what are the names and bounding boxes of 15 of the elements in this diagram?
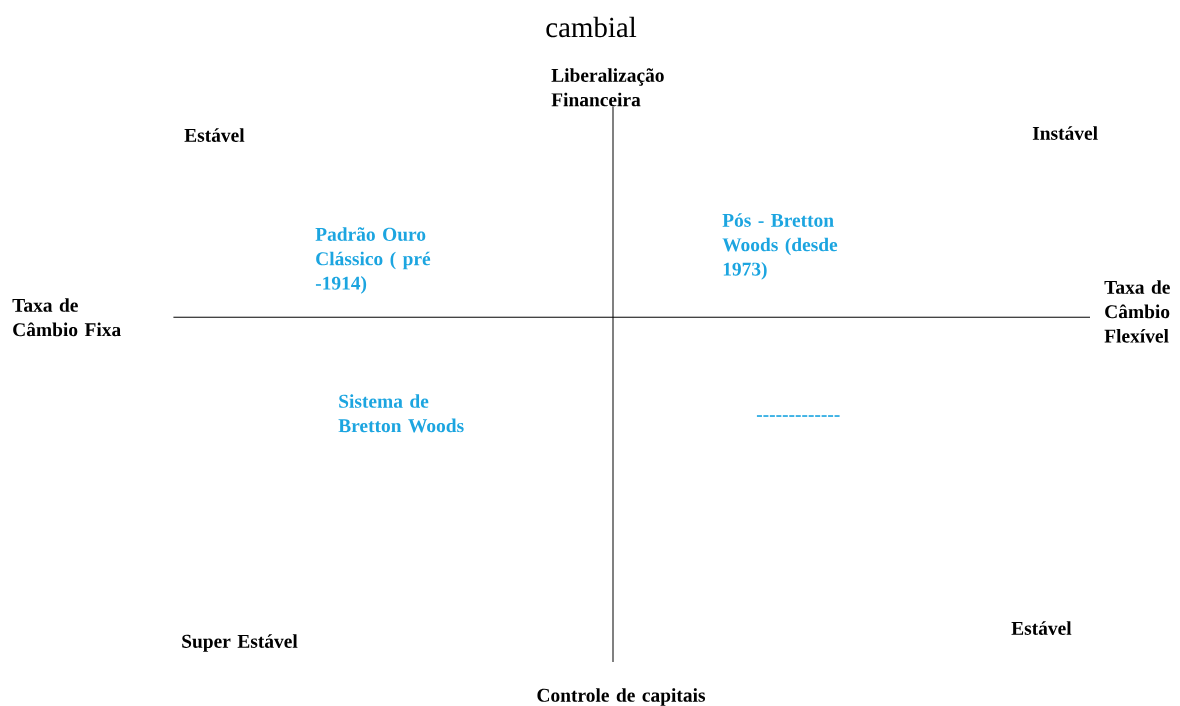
period-label: Padrão Ouro Clássico ( pré -1914) (315, 227, 431, 294)
title: cambial (546, 16, 637, 38)
quadrant-label: Estável (1011, 621, 1072, 635)
quadrant-label: Super Estável (182, 634, 298, 652)
axis-label: Controle de capitais (537, 688, 706, 706)
axis-label: Taxa de Câmbio Fixa (12, 298, 121, 337)
quadrant-label: Instável (1032, 126, 1098, 140)
axis-label: Liberalização Financeira (551, 68, 664, 107)
period-label: Pós - Bretton Woods (desde 1973) (722, 213, 838, 280)
quadrant-label: Estável (184, 128, 245, 142)
axis-line (612, 106, 614, 663)
placeholder-dashes: ------------- (756, 415, 840, 417)
axis-label: Taxa de Câmbio Flexível (1104, 280, 1170, 343)
period-label: Sistema de Bretton Woods (338, 394, 464, 433)
axis-line (172, 316, 1091, 318)
